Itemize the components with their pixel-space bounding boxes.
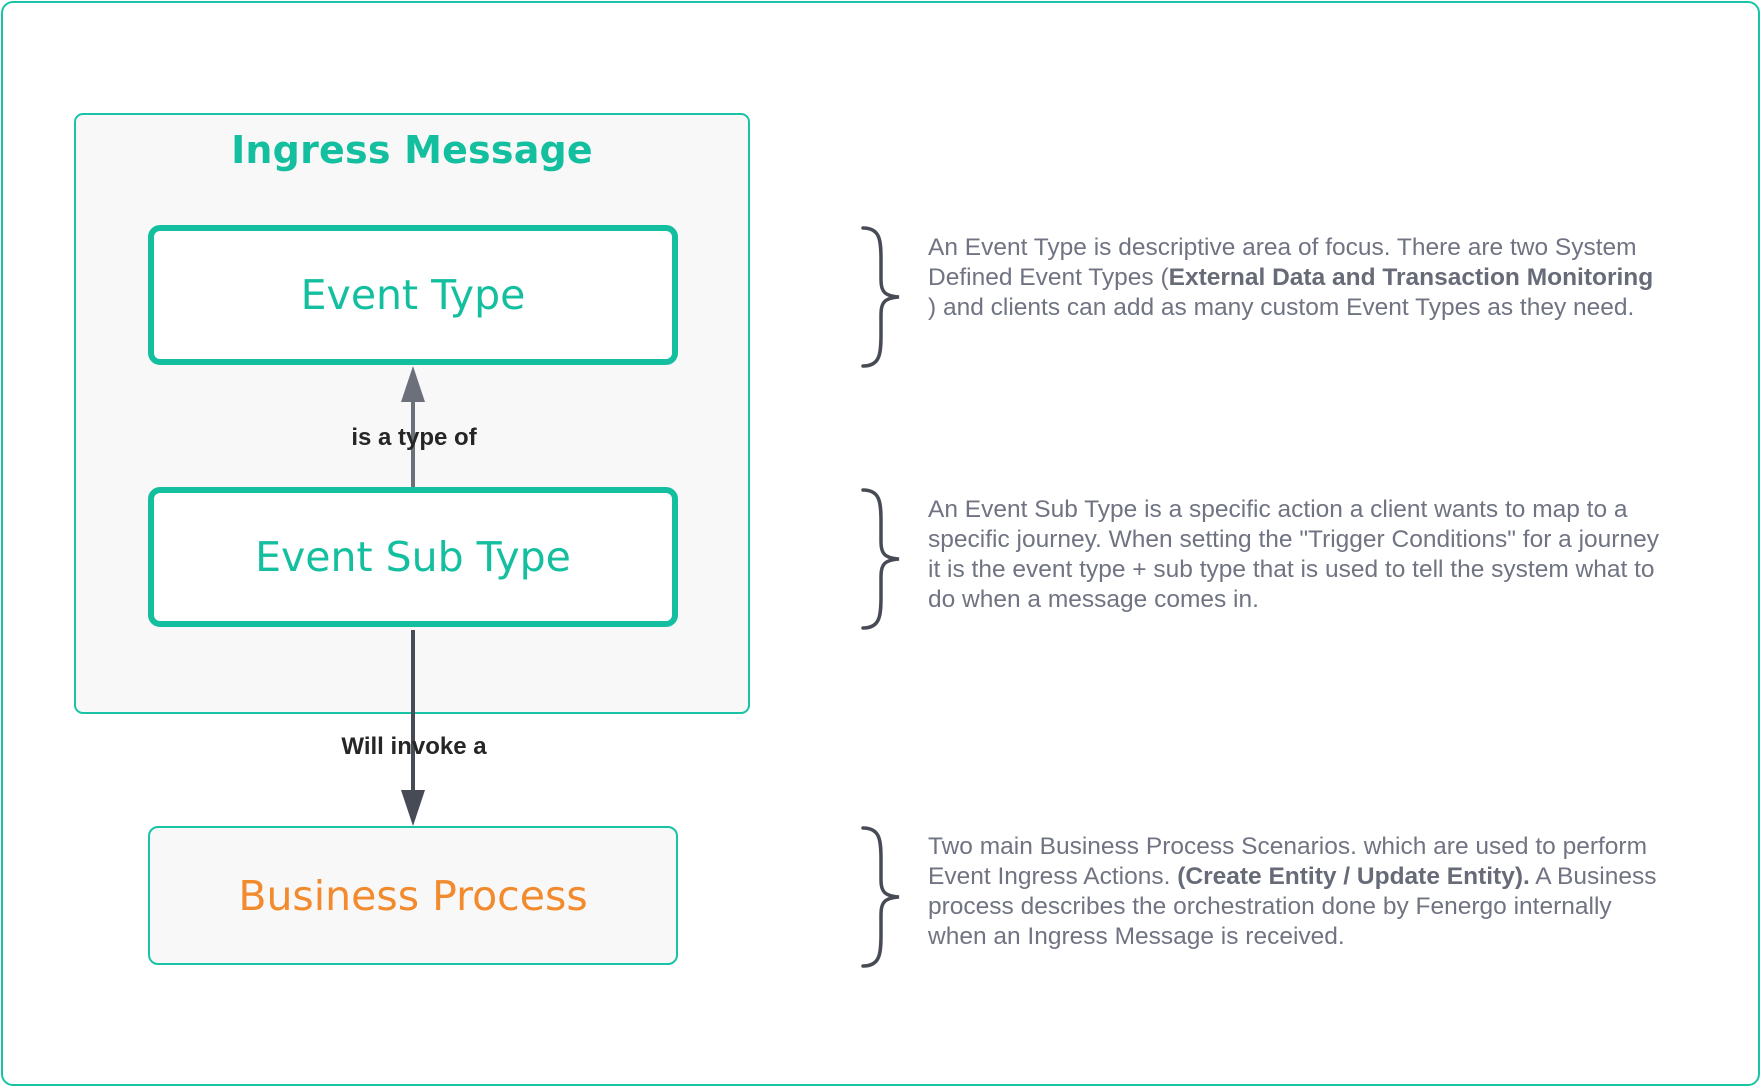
is-a-type-of-label: is a type of bbox=[351, 424, 477, 451]
brace-event-type-icon bbox=[861, 226, 900, 368]
event-type-description: An Event Type is descriptive area of foc… bbox=[928, 233, 1668, 323]
business-process-node: Business Process bbox=[148, 826, 678, 965]
business-process-description-bold: (Create Entity / Update Entity). bbox=[1177, 863, 1530, 890]
will-invoke-label: Will invoke a bbox=[341, 733, 487, 760]
event-type-description-part2: ) and clients can add as many custom Eve… bbox=[928, 294, 1635, 321]
business-process-description: Two main Business Process Scenarios. whi… bbox=[928, 832, 1668, 952]
business-process-description-part2: A Business process describes the orchest… bbox=[928, 863, 1657, 950]
event-type-description-bold: External Data and Transaction Monitoring bbox=[1168, 264, 1654, 291]
brace-event-sub-type-icon bbox=[861, 488, 900, 630]
event-sub-type-description: An Event Sub Type is a specific action a… bbox=[928, 496, 1659, 613]
event-type-node: Event Type bbox=[148, 225, 678, 365]
group-title: Ingress Message bbox=[231, 128, 593, 172]
event-type-description-part1: An Event Type is descriptive area of foc… bbox=[928, 234, 1637, 291]
is-a-type-of-arrowhead bbox=[401, 366, 425, 402]
brace-business-process-icon bbox=[861, 826, 900, 968]
event-sub-type-node: Event Sub Type bbox=[148, 487, 678, 627]
will-invoke-arrowhead bbox=[401, 790, 425, 826]
business-process-description-part1: Two main Business Process Scenarios. whi… bbox=[928, 833, 1647, 890]
